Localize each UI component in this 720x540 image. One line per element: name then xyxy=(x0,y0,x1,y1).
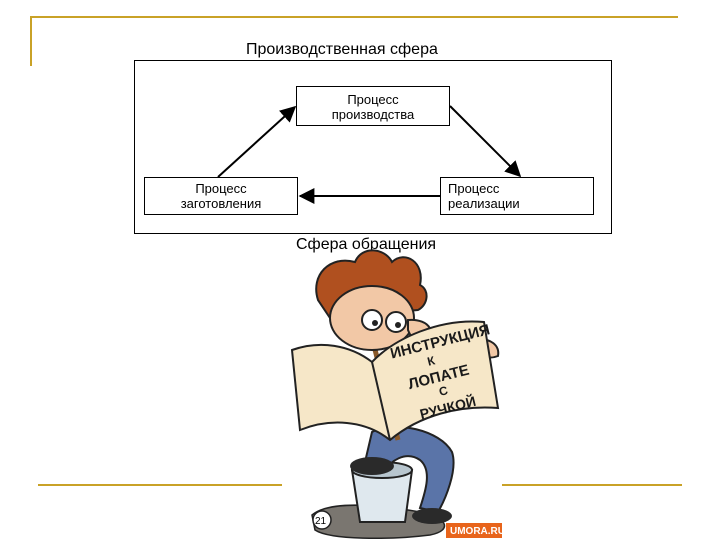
arrow-procurement-to-production xyxy=(217,105,297,178)
umora-badge xyxy=(446,523,502,538)
book-text-line-4: С xyxy=(438,383,450,399)
umora-badge-text: UMORA.RU xyxy=(450,526,505,537)
left-accent-line xyxy=(30,16,32,66)
bottom-left-accent-line xyxy=(38,484,282,486)
production-sphere-frame xyxy=(134,60,612,234)
book xyxy=(290,320,500,442)
node-procurement-line1: Процесс xyxy=(195,181,247,196)
glasses-left xyxy=(361,309,383,331)
node-procurement-line2: заготовления xyxy=(180,196,262,211)
node-sales: Процесс реализации xyxy=(440,177,594,215)
glasses-right xyxy=(385,311,407,333)
circle-mark-text: 21 xyxy=(315,516,327,527)
bottom-right-accent-line xyxy=(502,484,682,486)
node-sales-line2: реализации xyxy=(448,196,520,211)
node-production-line2: производства xyxy=(331,107,415,122)
left-shoe xyxy=(350,457,394,475)
right-shoe xyxy=(412,508,452,524)
arrow-production-to-sales xyxy=(449,105,522,178)
circle-mark xyxy=(312,510,332,530)
diagram-subtitle: Сфера обращения xyxy=(296,236,437,253)
book-text-line-2: К xyxy=(426,353,437,369)
diagram-title: Производственная сфера xyxy=(246,41,438,58)
node-production: Процесс производства xyxy=(296,86,450,126)
top-accent-line xyxy=(30,16,678,18)
node-sales-line1: Процесс xyxy=(448,181,500,196)
node-production-line1: Процесс xyxy=(347,92,399,107)
node-procurement: Процесс заготовления xyxy=(144,177,298,215)
